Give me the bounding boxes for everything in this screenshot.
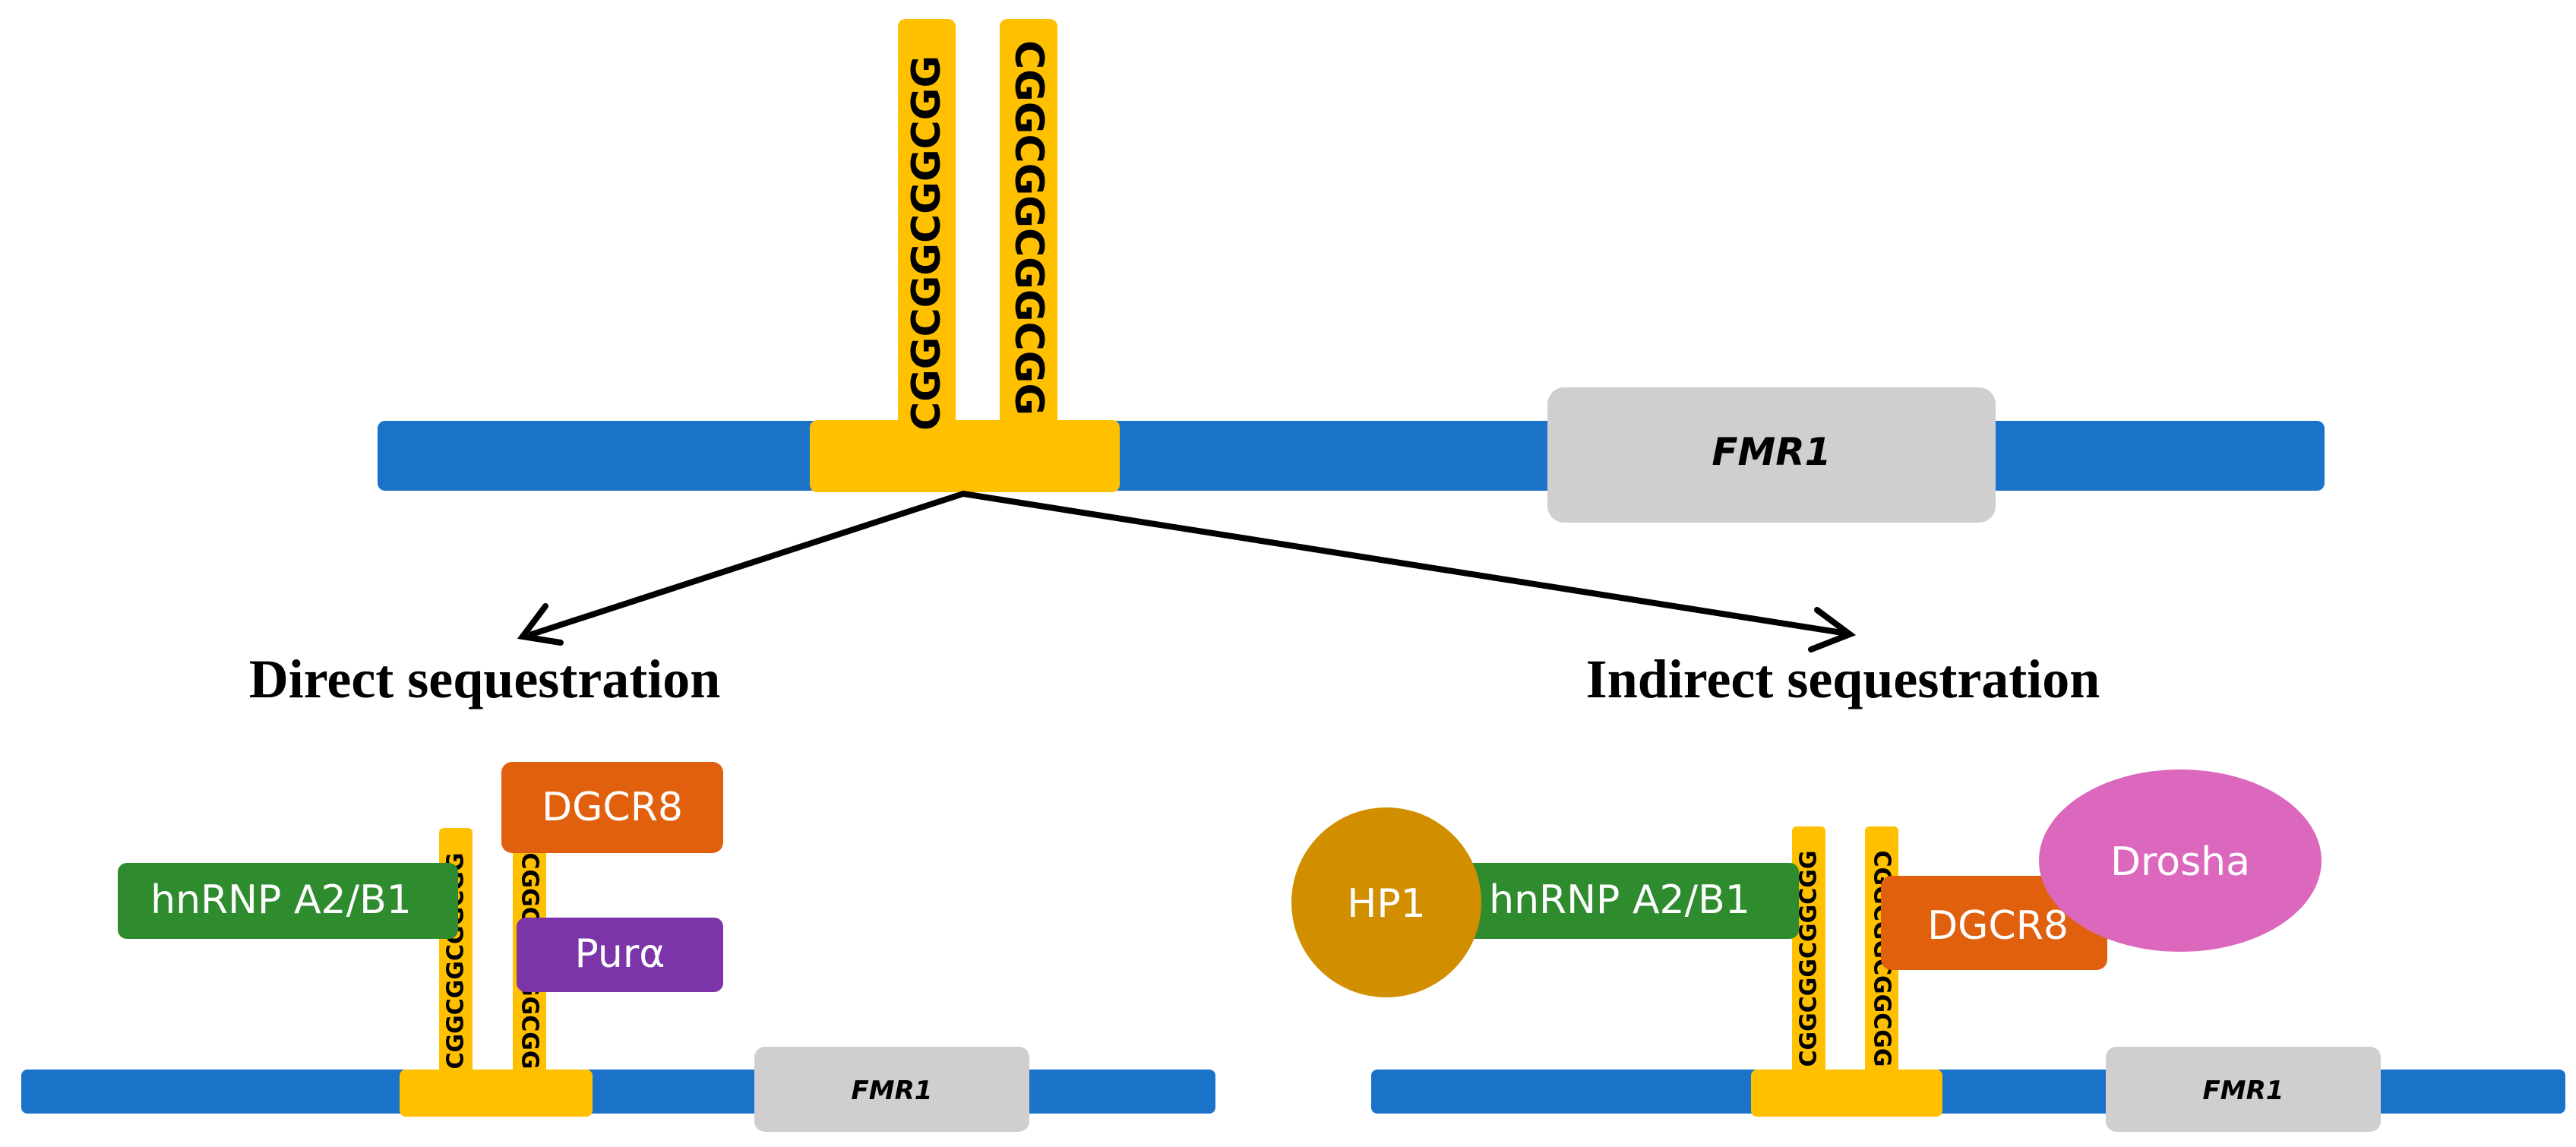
indirect-dgcr8-box (1881, 876, 2107, 970)
arrow-to-indirect (960, 491, 1845, 636)
indirect-repeat-stem-left (1792, 826, 1825, 1090)
indirect-fmr1-label: FMR1 (2203, 1076, 2284, 1106)
direct-repeat-base (400, 1070, 593, 1117)
top-dna-strand-group: FMR1 CGGCGGCGGCGG CGGCGGCGGCGG (378, 19, 2325, 523)
indirect-hp1-circle (1291, 807, 1481, 997)
branch-arrows (517, 491, 1857, 652)
direct-pura-label: Purα (574, 931, 665, 977)
indirect-fmr1-gene-box (2106, 1047, 2381, 1132)
indirect-drosha-label: Drosha (2110, 839, 2250, 885)
top-repeat-base (810, 420, 1120, 492)
indirect-repeat-base (1751, 1070, 1942, 1117)
direct-fmr1-gene-box (754, 1047, 1029, 1132)
direct-hnrnp-box (118, 863, 458, 939)
direct-dgcr8-box (501, 762, 723, 853)
direct-panel: FMR1 CGGCGGCGGCGG CGGCGGCGGCGG hnRNP A2/… (21, 762, 1215, 1132)
indirect-strand-left-sequence: CGGCGGCGGCGG (1796, 850, 1822, 1066)
direct-dna-strand (21, 1070, 1215, 1114)
top-strand-left-sequence: CGGCGGCGGCGG (904, 55, 950, 431)
arrow-to-direct-head (517, 603, 564, 646)
top-fmr1-gene-box (1547, 387, 1996, 523)
indirect-drosha-ellipse (2039, 769, 2322, 952)
indirect-dgcr8-label: DGCR8 (1927, 903, 2069, 949)
direct-fmr1-label: FMR1 (852, 1076, 933, 1106)
arrow-to-direct (529, 491, 966, 637)
direct-pura-box (517, 918, 723, 992)
top-dna-strand (378, 421, 2325, 491)
heading-indirect-sequestration: Indirect sequestration (1586, 649, 2100, 709)
top-strand-right-sequence: CGGCGGCGGCGG (1006, 40, 1051, 416)
heading-direct-sequestration: Direct sequestration (249, 649, 721, 709)
direct-dgcr8-label: DGCR8 (542, 785, 683, 830)
indirect-dna-strand (1371, 1070, 2565, 1114)
top-fmr1-label: FMR1 (1712, 430, 1831, 474)
indirect-hnrnp-box (1459, 863, 1799, 939)
top-repeat-stem-left (898, 19, 956, 460)
indirect-hp1-label: HP1 (1347, 881, 1426, 927)
indirect-hnrnp-label: hnRNP A2/B1 (1489, 877, 1750, 923)
top-repeat-stem-right (1000, 19, 1057, 460)
direct-hnrnp-label: hnRNP A2/B1 (150, 877, 412, 923)
indirect-panel: FMR1 CGGCGGCGGCGG CGGCGGCGGCGG hnRNP A2/… (1291, 769, 2565, 1132)
arrow-to-indirect-head (1808, 607, 1857, 652)
